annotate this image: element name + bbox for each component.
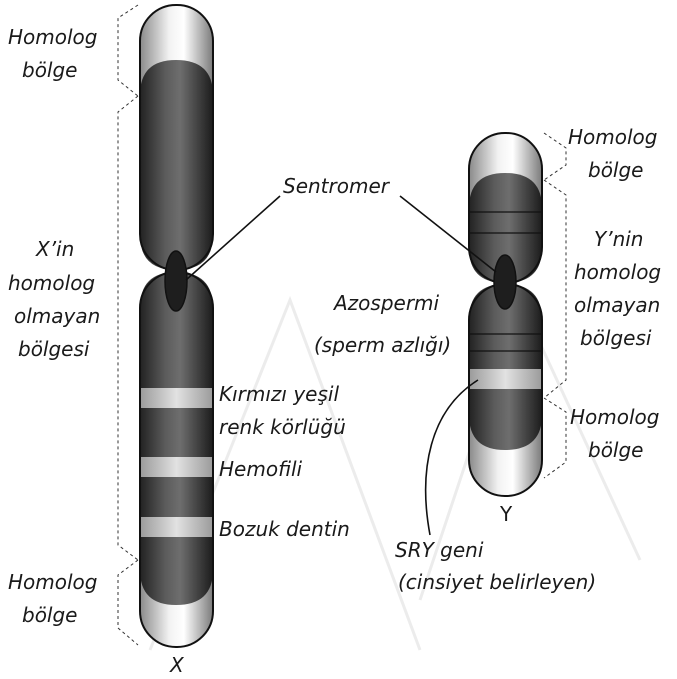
svg-text:Kırmızı yeşil: Kırmızı yeşil xyxy=(219,382,339,406)
y-lower-arm xyxy=(469,284,542,496)
label-x-nonhomolog: X’in homolog olmayan bölgesi xyxy=(8,237,100,361)
svg-text:olmayan: olmayan xyxy=(574,293,660,317)
x-upper-arm xyxy=(140,5,213,270)
x-band-colorblind xyxy=(140,388,213,408)
svg-text:X’in: X’in xyxy=(35,237,74,261)
svg-text:homolog: homolog xyxy=(574,260,661,284)
svg-text:Homolog: Homolog xyxy=(570,405,659,429)
svg-text:Azospermi: Azospermi xyxy=(332,291,440,315)
svg-text:bölge: bölge xyxy=(588,158,644,182)
svg-text:(cinsiyet belirleyen): (cinsiyet belirleyen) xyxy=(398,570,596,594)
svg-text:bölge: bölge xyxy=(588,438,644,462)
label-x-bottom-homolog: Homolog bölge xyxy=(8,570,97,627)
svg-text:bölgesi: bölgesi xyxy=(580,326,652,350)
label-y-bottom-homolog: Homolog bölge xyxy=(570,405,659,462)
y-brackets xyxy=(544,133,566,478)
x-brackets xyxy=(118,5,138,645)
pointer-lines xyxy=(186,196,496,535)
svg-text:bölge: bölge xyxy=(22,603,78,627)
label-colorblind: Kırmızı yeşil renk körlüğü xyxy=(219,382,346,439)
svg-text:Homolog: Homolog xyxy=(568,125,657,149)
svg-text:Homolog: Homolog xyxy=(8,570,97,594)
svg-text:bölgesi: bölgesi xyxy=(18,337,90,361)
label-dentin: Bozuk dentin xyxy=(219,517,350,541)
svg-text:bölge: bölge xyxy=(22,58,78,82)
svg-text:(sperm azlığı): (sperm azlığı) xyxy=(314,333,451,357)
x-chromosome xyxy=(140,5,213,647)
y-centromere xyxy=(494,255,516,309)
svg-text:homolog: homolog xyxy=(8,271,95,295)
svg-text:renk körlüğü: renk körlüğü xyxy=(219,415,346,439)
svg-text:Homolog: Homolog xyxy=(8,25,97,49)
label-x-top-homolog: Homolog bölge xyxy=(8,25,97,82)
label-y-name: Y xyxy=(499,502,513,526)
label-y-top-homolog: Homolog bölge xyxy=(568,125,657,182)
label-x-name: X xyxy=(169,653,185,677)
x-centromere xyxy=(165,251,187,311)
x-lower-arm xyxy=(140,272,213,647)
label-centromere: Sentromer xyxy=(283,174,391,198)
x-band-hemophilia xyxy=(140,457,213,477)
label-y-nonhomolog: Y’nin homolog olmayan bölgesi xyxy=(574,227,661,350)
label-sry: SRY geni (cinsiyet belirleyen) xyxy=(395,538,596,594)
label-hemophilia: Hemofili xyxy=(219,457,303,481)
x-band-dentin xyxy=(140,517,213,537)
label-azoospermia: Azospermi (sperm azlığı) xyxy=(314,291,451,357)
y-chromosome xyxy=(469,133,542,496)
svg-text:olmayan: olmayan xyxy=(14,304,100,328)
svg-text:SRY geni: SRY geni xyxy=(395,538,484,562)
y-band-sry xyxy=(469,369,542,389)
svg-text:Y’nin: Y’nin xyxy=(594,227,643,251)
